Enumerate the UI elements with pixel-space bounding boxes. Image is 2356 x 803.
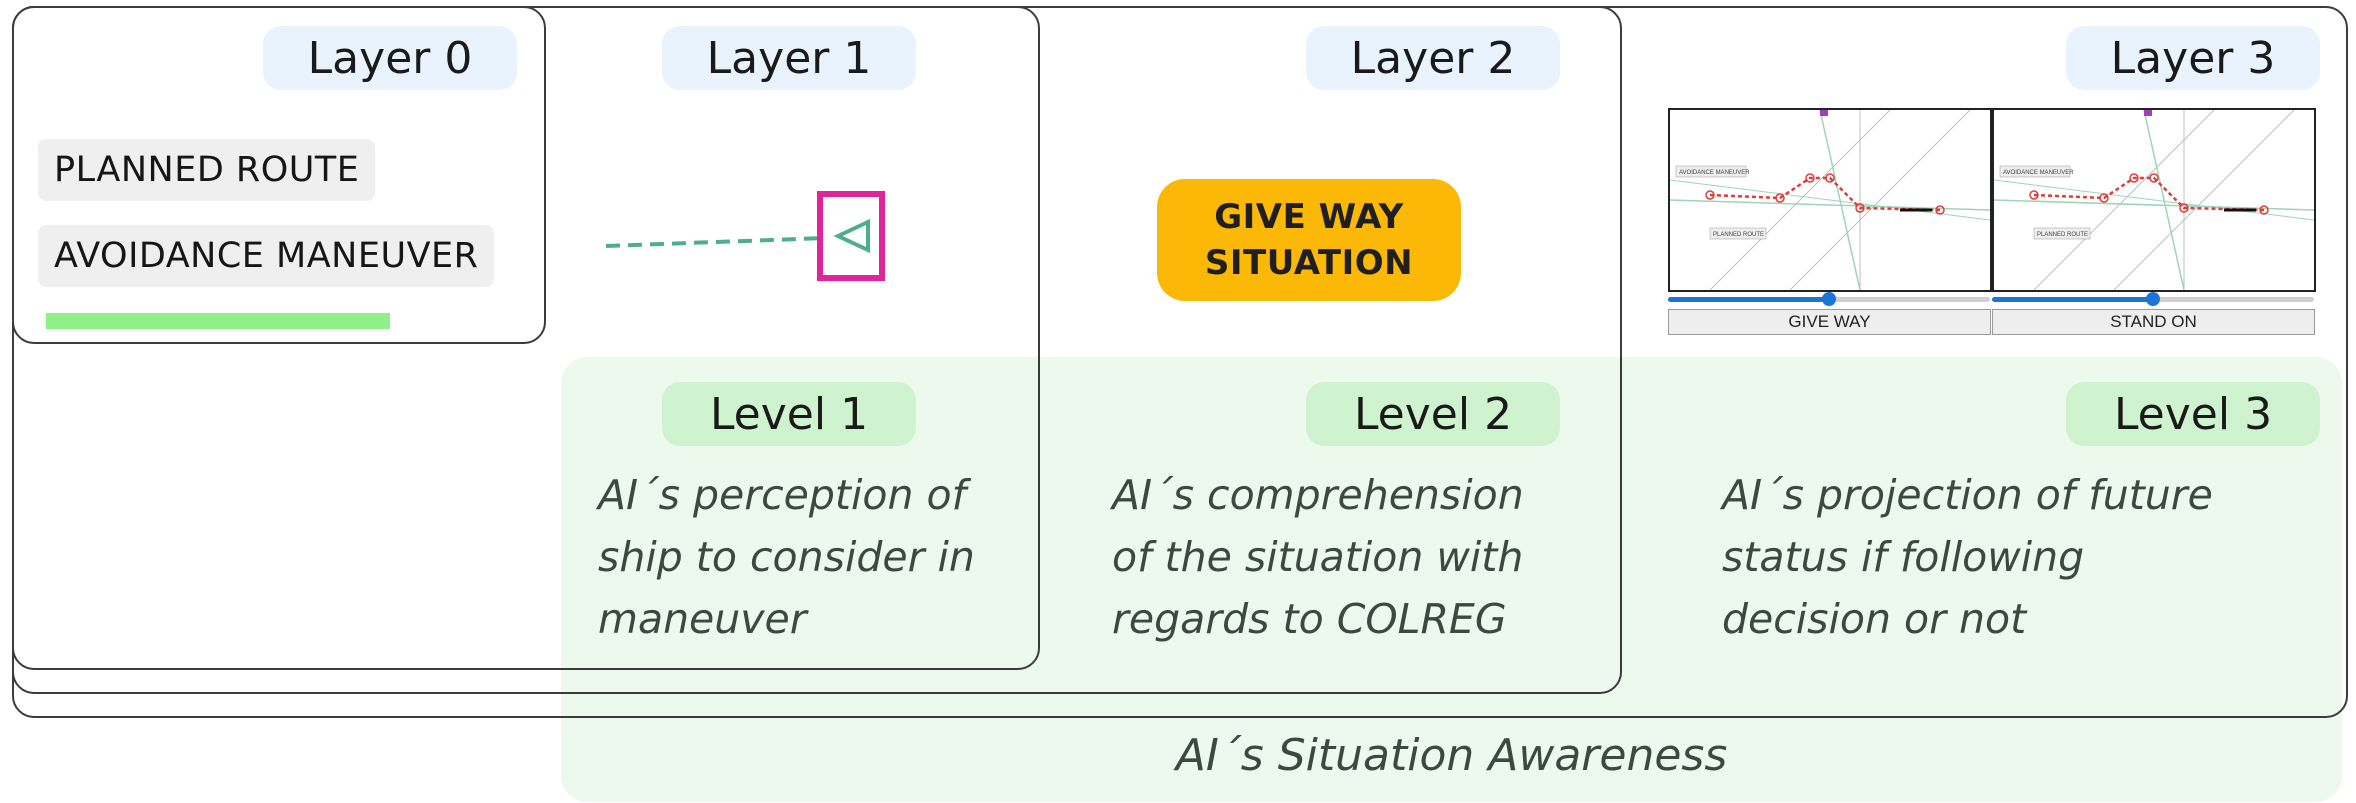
level3-description: AI´s projection of future status if foll… — [1722, 464, 2213, 650]
ship-icon — [833, 218, 870, 254]
level2-description: AI´s comprehension of the situation with… — [1112, 464, 1524, 650]
level2-desc-line: regards to COLREG — [1112, 595, 1507, 643]
layer3-label: Layer 3 — [2066, 26, 2320, 90]
layer2-label: Layer 2 — [1306, 26, 1560, 90]
level3-desc-line: decision or not — [1722, 595, 2027, 643]
avoidance-maneuver-tag: AVOIDANCE MANEUVER — [38, 225, 495, 287]
level2-label: Level 2 — [1306, 382, 1560, 446]
situation-awareness-caption: AI´s Situation Awareness — [1175, 730, 1728, 781]
level3-desc-line: status if following — [1722, 533, 2085, 581]
level1-desc-line: ship to consider in — [598, 533, 975, 581]
projection-map: AVOIDANCE MANEUVER PLANNED ROUTE — [1670, 110, 1990, 290]
projection-panel-give-way: AVOIDANCE MANEUVER PLANNED ROUTE — [1668, 108, 1992, 292]
level2-desc-line: AI´s comprehension — [1112, 471, 1524, 519]
panel1-label-top: AVOIDANCE MANEUVER — [1679, 170, 1750, 176]
slider-fill — [1668, 297, 1829, 302]
level3-desc-line: AI´s projection of future — [1722, 471, 2213, 519]
slider-thumb[interactable] — [1822, 292, 1836, 306]
level1-desc-line: maneuver — [598, 595, 807, 643]
route-line-legend — [46, 313, 390, 329]
track-line — [605, 236, 827, 248]
layer3-panels: AVOIDANCE MANEUVER PLANNED ROUTE GIVE WA… — [1668, 108, 2316, 338]
badge-line2: SITUATION — [1204, 243, 1414, 283]
slider-give-way[interactable] — [1668, 292, 1990, 306]
projection-panel-stand-on: AVOIDANCE MANEUVER PLANNED ROUTE — [1992, 108, 2316, 292]
target-box — [817, 191, 885, 281]
stand-on-button[interactable]: STAND ON — [1992, 309, 2315, 335]
level1-label: Level 1 — [662, 382, 916, 446]
give-way-badge: GIVE WAY SITUATION — [1157, 179, 1461, 301]
panel2-label-bottom: PLANNED ROUTE — [2037, 232, 2088, 238]
slider-stand-on[interactable] — [1992, 292, 2314, 306]
badge-line1: GIVE WAY — [1214, 197, 1404, 237]
layer0-label: Layer 0 — [263, 26, 517, 90]
level1-desc-line: AI´s perception of — [598, 471, 967, 519]
panel1-label-bottom: PLANNED ROUTE — [1713, 232, 1764, 238]
level3-label: Level 3 — [2066, 382, 2320, 446]
give-way-button[interactable]: GIVE WAY — [1668, 309, 1991, 335]
layer1-label: Layer 1 — [662, 26, 916, 90]
slider-fill — [1992, 297, 2153, 302]
target-ship-graphic — [605, 191, 885, 281]
level2-desc-line: of the situation with — [1112, 533, 1524, 581]
panel2-label-top: AVOIDANCE MANEUVER — [2003, 170, 2074, 176]
slider-thumb[interactable] — [2146, 292, 2160, 306]
level1-description: AI´s perception of ship to consider in m… — [598, 464, 975, 650]
projection-map: AVOIDANCE MANEUVER PLANNED ROUTE — [1994, 110, 2314, 290]
planned-route-tag: PLANNED ROUTE — [38, 139, 376, 201]
